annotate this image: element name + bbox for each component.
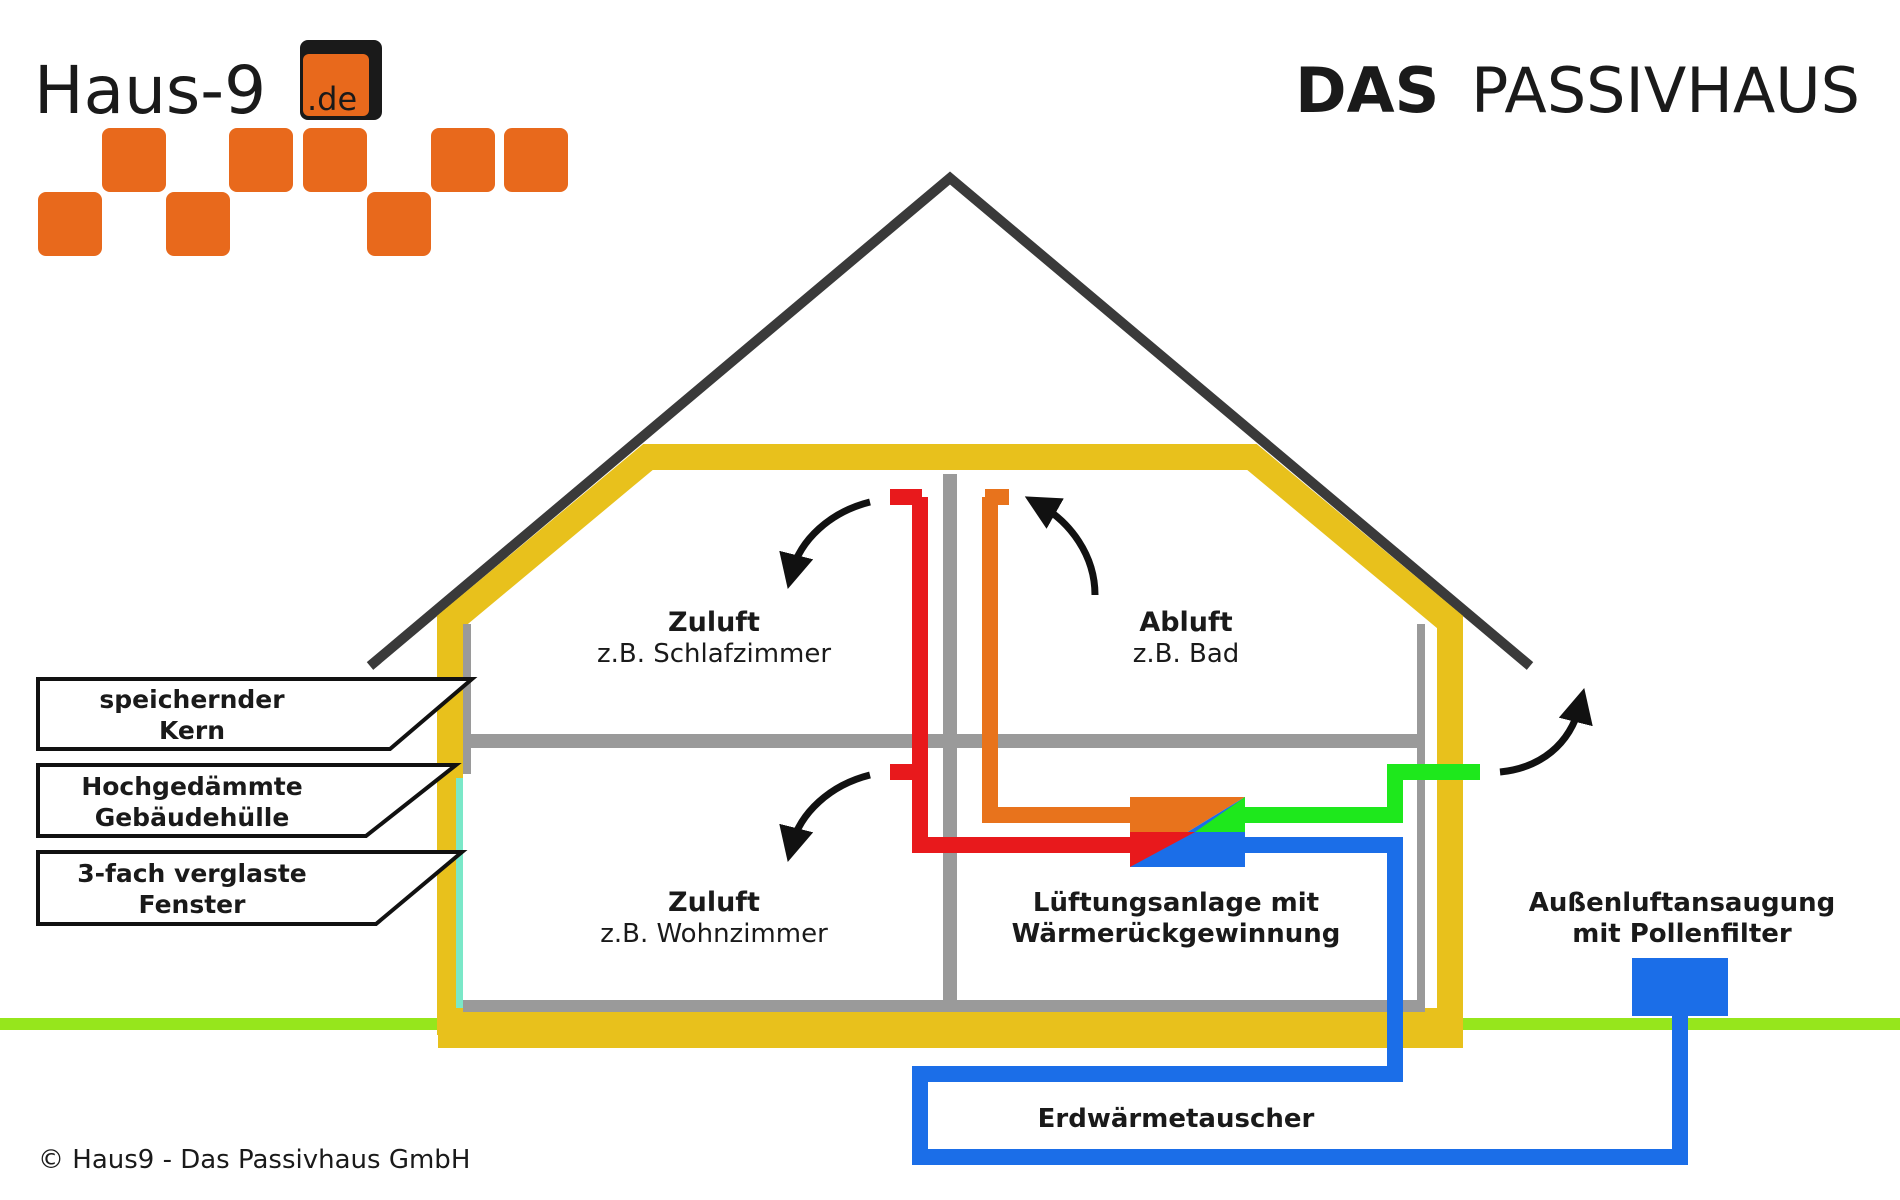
logo-tile	[102, 128, 166, 192]
room-line1: Lüftungsanlage mit	[1033, 888, 1319, 918]
arrow-outgoing	[1499, 688, 1593, 776]
room-lower-right: Lüftungsanlage mit Wärmerückgewinnung	[1012, 888, 1341, 949]
callout-line2: Gebäudehülle	[95, 803, 290, 832]
arrow-supply-upper	[779, 498, 871, 589]
core-left-wall	[463, 624, 471, 774]
callout-line1: Hochgedämmte	[81, 772, 302, 801]
hx-red	[1130, 832, 1195, 867]
ground-exchanger-label: Erdwärmetauscher	[1038, 1104, 1315, 1134]
logo-tile	[367, 192, 431, 256]
hx-green	[1195, 797, 1245, 832]
logo-tile	[38, 192, 102, 256]
callout-line2: Kern	[159, 716, 225, 745]
logo-tile	[303, 128, 367, 192]
supply-outlet-top	[890, 489, 922, 505]
room-lower-left: Zuluft z.B. Wohnzimmer	[600, 887, 828, 949]
copyright: © Haus9 - Das Passivhaus GmbH	[38, 1145, 470, 1175]
callout-line1: 3-fach verglaste	[77, 859, 307, 888]
arrow-exhaust	[1024, 496, 1099, 596]
title-rest: PASSIVHAUS	[1471, 54, 1860, 127]
room-name: Abluft	[1139, 607, 1232, 638]
room-line2: Wärmerückgewinnung	[1012, 919, 1341, 949]
window	[456, 778, 463, 1008]
logo-tile	[504, 128, 568, 192]
logo-tile	[229, 128, 293, 192]
intake-line2: mit Pollenfilter	[1572, 919, 1792, 949]
room-desc: z.B. Bad	[1133, 639, 1240, 669]
exhaust-duct	[982, 497, 1132, 823]
room-name: Zuluft	[668, 607, 760, 638]
room-upper-left: Zuluft z.B. Schlafzimmer	[597, 607, 831, 669]
heat-exchanger	[1130, 797, 1245, 867]
logo-tile	[431, 128, 495, 192]
callout-envelope: Hochgedämmte Gebäudehülle	[36, 763, 462, 838]
outgoing-duct	[1240, 764, 1480, 823]
callout-window: 3-fach verglaste Fenster	[36, 850, 468, 926]
title-bold: DAS	[1295, 54, 1439, 127]
storage-core	[463, 474, 1425, 1012]
intake-label: Außenluftansaugung mit Pollenfilter	[1529, 888, 1835, 949]
supply-duct	[912, 497, 1132, 853]
callout-line2: Fenster	[139, 890, 247, 919]
room-desc: z.B. Schlafzimmer	[597, 639, 831, 669]
room-name: Zuluft	[668, 887, 760, 918]
roof-line	[366, 171, 1534, 670]
logo-text: Haus-9	[34, 52, 266, 129]
airflow-arrows	[779, 496, 1593, 862]
air-intake-box	[1632, 958, 1728, 1016]
callout-shape	[36, 763, 462, 838]
intake-line1: Außenluftansaugung	[1529, 888, 1835, 918]
floor-slab	[438, 1008, 1463, 1048]
logo: Haus-9 .de	[34, 40, 568, 256]
room-desc: z.B. Wohnzimmer	[600, 919, 828, 949]
page-title: DAS PASSIVHAUS	[1295, 54, 1860, 127]
callout-shape	[36, 677, 478, 751]
room-upper-right: Abluft z.B. Bad	[1133, 607, 1240, 669]
callout-core: speichernder Kern	[36, 677, 478, 751]
callout-line1: speichernder	[99, 685, 285, 714]
core-right-wall	[1417, 624, 1425, 1008]
exhaust-inlet-top	[985, 489, 1009, 505]
ground-left	[0, 1018, 440, 1030]
logo-suffix: .de	[307, 80, 357, 118]
ventilation-ducts	[890, 489, 1688, 1165]
callout-shape	[36, 850, 468, 926]
title-rest-text: PASSIVHAUS	[1471, 54, 1860, 127]
core-center-wall	[943, 474, 957, 1008]
fresh-air-duct	[912, 837, 1688, 1165]
arrow-supply-lower	[779, 771, 871, 862]
logo-tiles	[38, 128, 568, 256]
logo-badge-inner	[303, 54, 369, 116]
supply-outlet-bottom	[890, 764, 922, 780]
logo-tile	[166, 192, 230, 256]
